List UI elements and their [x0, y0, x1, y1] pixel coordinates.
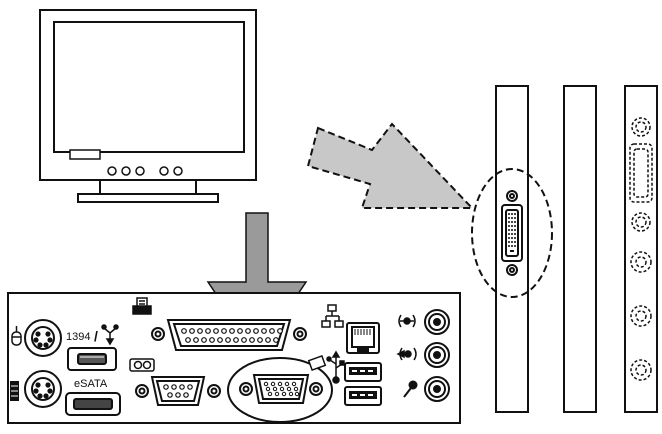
usb-port-top	[344, 362, 382, 382]
card-bracket-blank	[563, 85, 597, 413]
network-icon	[321, 304, 344, 328]
speaker-out-icon	[398, 314, 416, 328]
monitor-icon	[39, 9, 257, 203]
microphone-jack	[424, 376, 450, 402]
parallel-port	[151, 319, 307, 351]
firewire-slash: /	[94, 328, 98, 344]
line-in-icon	[396, 347, 417, 361]
vga-highlight	[227, 357, 333, 423]
esata-label: eSATA	[74, 378, 108, 390]
usb-port-bottom	[344, 386, 382, 406]
firewire-port	[67, 347, 117, 371]
esata-port	[65, 392, 121, 416]
microphone-icon	[403, 380, 418, 398]
dashed-ports	[629, 117, 653, 381]
small-indicator	[129, 358, 155, 372]
keyboard-icon	[10, 381, 19, 401]
printer-icon	[132, 297, 152, 315]
dashed-arrow	[306, 122, 475, 209]
network-port	[346, 322, 380, 354]
firewire-label: 1394	[66, 331, 90, 343]
card-bracket-ports	[624, 85, 658, 413]
monitor-port-icon	[307, 354, 327, 372]
speaker-out-jack	[424, 309, 450, 335]
keyboard-port	[24, 370, 62, 408]
dvi-highlight	[471, 168, 553, 298]
serial-port	[135, 376, 221, 406]
vga-port	[239, 374, 323, 404]
dvi-port	[501, 190, 523, 276]
line-in-jack	[424, 342, 450, 368]
usb-icon	[326, 350, 345, 384]
mouse-icon	[11, 326, 22, 346]
mouse-port	[24, 319, 62, 357]
firewire-icon	[101, 324, 119, 346]
